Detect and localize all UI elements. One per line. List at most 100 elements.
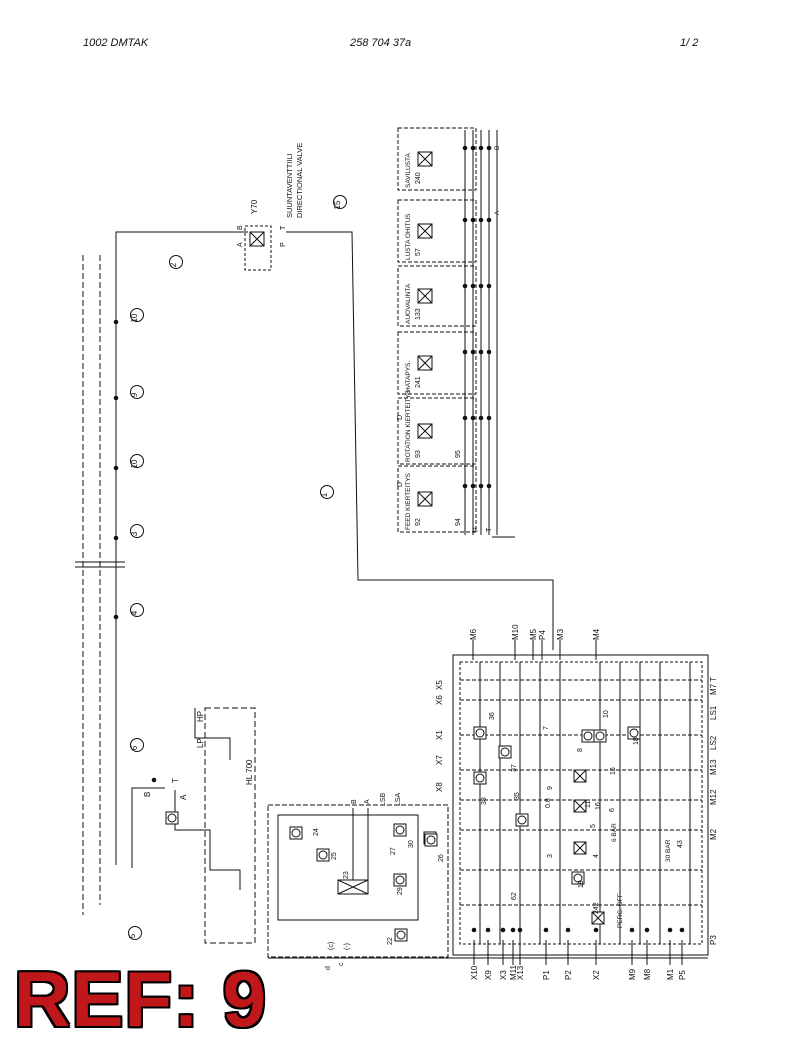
right-port-label: M2: [709, 828, 718, 840]
schematic-label: D: [397, 415, 404, 420]
line-callout-number: 2: [169, 262, 178, 267]
line-callout-number: 6: [130, 745, 139, 750]
valve-symbols: [165, 127, 709, 958]
manifold-valve-2-arrow: [573, 799, 587, 813]
junction-dot: [478, 415, 484, 421]
check-valve-ball: [500, 747, 510, 757]
bottom-port-label: M1: [666, 968, 675, 980]
junction-dot: [478, 217, 484, 223]
check-valve-ball: [629, 728, 639, 738]
hose-15: [286, 231, 554, 650]
bottom-port-label: X3: [499, 970, 508, 980]
top-port-label: P4: [538, 630, 547, 640]
manifold-valve-1-arrow: [573, 769, 587, 783]
junction-dot: [478, 145, 484, 151]
component-number: 3: [547, 854, 554, 858]
module-component-number: 241: [415, 376, 422, 388]
check-valve-ball: [583, 731, 593, 741]
check-valve-ball: [318, 850, 328, 860]
bottom-port-label: X13: [516, 965, 525, 980]
right-port-label: M12: [709, 789, 718, 805]
line-callout: [130, 385, 144, 399]
line-callout-number: 4: [130, 610, 139, 615]
schematic-label: (-): [344, 943, 351, 950]
schematic-label: LSA: [395, 792, 402, 806]
schematic-label: d: [325, 966, 332, 970]
junction-dot: [470, 283, 476, 289]
component-number: 62: [511, 892, 518, 900]
junction-dot: [113, 465, 119, 471]
line-callout: [130, 738, 144, 752]
check-valve-ball: [426, 835, 436, 845]
junction-dot: [151, 777, 157, 783]
check-valve-ball: [573, 873, 583, 883]
line-callout: [128, 926, 142, 940]
x-port-label: X5: [435, 680, 444, 690]
junction-dot: [113, 614, 119, 620]
schematic-label: B: [351, 799, 358, 804]
junction-dot: [486, 483, 492, 489]
x-port-label: X1: [435, 730, 444, 740]
line-callout-number: 5: [128, 933, 137, 938]
module-label: AUOVALINTA: [405, 283, 412, 324]
hammer-line: [174, 790, 241, 890]
junction-dot: [470, 349, 476, 355]
junction-dot: [478, 349, 484, 355]
junction-dot: [470, 415, 476, 421]
control-module-2: [397, 199, 477, 263]
schematic-label: A: [179, 794, 188, 800]
schematic-label: LSB: [380, 792, 387, 806]
schematic-label: T: [171, 778, 180, 783]
right-port-label: M7 T: [709, 677, 718, 695]
left-manifold-inner: [277, 814, 419, 921]
control-module-1: [397, 127, 477, 191]
module-valve-3-arrow: [417, 288, 433, 304]
module-component-number: 92: [415, 518, 422, 526]
control-module-4: [397, 331, 477, 395]
bottom-port-label: X2: [592, 970, 601, 980]
schematic-label: T: [486, 527, 493, 532]
component-number: 4: [593, 854, 600, 858]
junction-dot: [679, 927, 685, 933]
module-component-number: 93: [415, 450, 422, 458]
control-module-5: [397, 397, 477, 465]
junction-dot: [629, 927, 635, 933]
junction-dot: [486, 349, 492, 355]
junction-dot: [113, 395, 119, 401]
bottom-port-label: M8: [643, 968, 652, 980]
component-number: 43: [677, 840, 684, 848]
line-callout: [169, 255, 183, 269]
check-valve-ball: [291, 828, 301, 838]
junction-dot: [500, 927, 506, 933]
hammer-housing: [204, 707, 256, 944]
bottom-port-label: P5: [678, 970, 687, 980]
junction-dot: [667, 927, 673, 933]
line-callout: [333, 195, 347, 209]
ref-stamp: REF: 9: [14, 955, 268, 1043]
top-port-label: M6: [469, 628, 478, 640]
junction-dot: [644, 927, 650, 933]
schematic-label: P: [473, 527, 480, 532]
percussion-off-label: PERC. OFF: [617, 893, 624, 928]
junction-dot: [478, 483, 484, 489]
pressure-annotation: 30 BAR: [665, 839, 672, 862]
module-component-number: 133: [415, 308, 422, 320]
component-number: 0.8: [545, 798, 552, 808]
check-valve-ball: [395, 875, 405, 885]
component-number: 29: [397, 887, 404, 895]
junction-dot: [510, 927, 516, 933]
junction-dot: [471, 927, 477, 933]
schematic-label: A: [364, 799, 371, 804]
bottom-port-label: P2: [564, 970, 573, 980]
module-label: ROTATION KIERTEITYS: [405, 389, 412, 462]
check-valve-ball: [395, 825, 405, 835]
valve-name-en: DIRECTIONAL VALVE: [295, 143, 304, 218]
main-manifold: [452, 654, 709, 956]
module-label: HATAPYS.: [405, 361, 412, 392]
top-port-label: M10: [511, 624, 520, 640]
junction-dot: [485, 927, 491, 933]
line-callout-number: 3: [130, 531, 139, 536]
hose-2: [115, 231, 248, 865]
junction-dot: [113, 535, 119, 541]
schematic-label: P: [280, 242, 287, 247]
